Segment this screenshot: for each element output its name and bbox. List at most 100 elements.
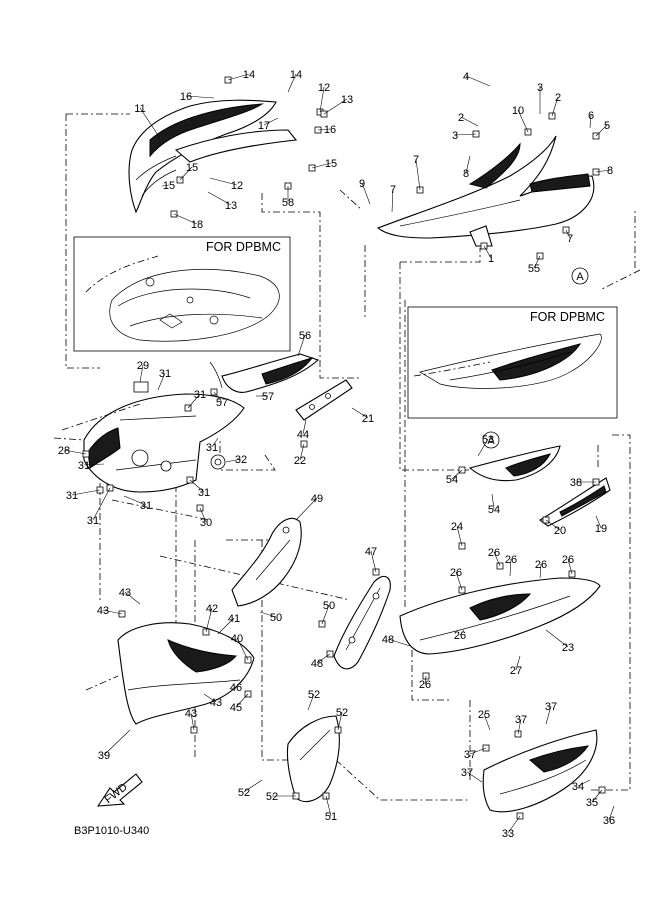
- callout-leader: [157, 372, 166, 391]
- callout-number: 49: [311, 493, 323, 505]
- callout-number: 14: [243, 69, 255, 81]
- inset-box-dpbmc-upper: FOR DPBMC: [73, 236, 291, 352]
- callout-leader: [299, 443, 305, 461]
- callout-leader: [325, 795, 332, 817]
- callout-number: 37: [461, 767, 473, 779]
- callout-leader: [466, 771, 483, 783]
- callout-leader: [103, 729, 131, 756]
- callout-leader: [608, 805, 615, 821]
- callout-leader: [539, 563, 542, 579]
- callout-leader: [493, 551, 501, 567]
- callout-number: 42: [206, 603, 218, 615]
- callout-number: 43: [119, 587, 131, 599]
- callout-leader: [323, 98, 348, 115]
- callout-number: 19: [595, 523, 607, 535]
- callout-leader: [205, 607, 213, 633]
- callout-leader: [387, 638, 411, 647]
- figure-code: B3P1010-U340: [74, 825, 149, 837]
- callout-number: 48: [382, 634, 394, 646]
- callout-leader: [236, 637, 249, 661]
- callout-number: 35: [586, 797, 598, 809]
- callout-number: 56: [299, 330, 311, 342]
- inset-title: FOR DPBMC: [530, 310, 605, 324]
- callout-leader: [595, 124, 608, 137]
- callout-number: 2: [458, 112, 464, 124]
- part-19-trim-strip: [539, 477, 611, 527]
- callout-number: 12: [231, 180, 243, 192]
- callout-leader: [319, 86, 325, 113]
- callout-leader: [63, 449, 87, 455]
- callout-number: 48: [311, 658, 323, 670]
- part-11-upper-cowl-left: [128, 99, 298, 214]
- callout-leader: [469, 747, 487, 755]
- callout-leader: [225, 458, 242, 463]
- callout-leader: [595, 515, 602, 529]
- callout-leader: [227, 73, 250, 81]
- part-49-inner-cover: [231, 517, 302, 607]
- callout-leader: [477, 438, 489, 457]
- callout-number: 43: [210, 697, 222, 709]
- part-53-mesh-panel: [468, 445, 561, 482]
- callout-number: 43: [97, 605, 109, 617]
- callout-leader: [517, 718, 522, 735]
- callout-number: 2: [555, 92, 561, 104]
- callout-number: 7: [390, 184, 396, 196]
- callout-number: 57: [262, 391, 274, 403]
- callout-number: 28: [58, 445, 70, 457]
- inset-title: FOR DPBMC: [206, 240, 281, 254]
- callout-leader: [71, 489, 101, 496]
- callout-leader: [391, 188, 394, 213]
- fwd-arrow: FWD: [96, 773, 143, 807]
- callout-number: 52: [266, 791, 278, 803]
- callout-number: 7: [413, 154, 419, 166]
- svg-text:A: A: [576, 271, 584, 283]
- callout-number: 26: [505, 554, 517, 566]
- callout-leader: [577, 779, 591, 787]
- callout-leader: [483, 245, 492, 259]
- callout-number: 23: [562, 642, 574, 654]
- callout-leader: [459, 629, 465, 636]
- callout-leader: [185, 95, 215, 99]
- callout-number: 31: [159, 368, 171, 380]
- callout-leader: [190, 712, 195, 731]
- callout-leader: [465, 155, 471, 174]
- callout-number: 54: [446, 474, 458, 486]
- callout-leader: [351, 407, 369, 419]
- callout-number: 27: [510, 665, 522, 677]
- callout-leader: [567, 558, 573, 575]
- part-32-grommet: [210, 454, 226, 470]
- callout-leader: [213, 391, 223, 403]
- callout-number: 13: [225, 200, 237, 212]
- callout-leader: [565, 229, 571, 239]
- callout-number: 26: [454, 630, 466, 642]
- callout-leader: [515, 655, 521, 671]
- callout-number: 5: [604, 120, 610, 132]
- callout-leader: [297, 334, 306, 357]
- callout-leader: [591, 789, 603, 803]
- callout-leader: [545, 705, 552, 725]
- part-21-bracket: [295, 379, 353, 421]
- callout-number: 16: [324, 124, 336, 136]
- callout-number: 36: [603, 815, 615, 827]
- callout-number: 8: [463, 168, 469, 180]
- callout-number: 18: [191, 219, 203, 231]
- callout-number: 51: [325, 811, 337, 823]
- callout-number: 31: [140, 500, 152, 512]
- callout-number: 26: [450, 567, 462, 579]
- callout-number: 26: [535, 559, 547, 571]
- callout-leader: [211, 437, 219, 448]
- part-39-lower-cowl-left: [85, 622, 255, 725]
- callout-leader: [124, 591, 141, 605]
- callout-leader: [189, 479, 205, 493]
- callout-leader: [203, 693, 217, 703]
- callout-number: 6: [588, 110, 594, 122]
- callout-leader: [209, 177, 238, 186]
- callout-number: 30: [200, 517, 212, 529]
- callout-number: 26: [419, 679, 431, 691]
- ref-marker-a-upper: A: [571, 267, 589, 285]
- callout-number: 52: [336, 707, 348, 719]
- callout-leader: [207, 191, 232, 206]
